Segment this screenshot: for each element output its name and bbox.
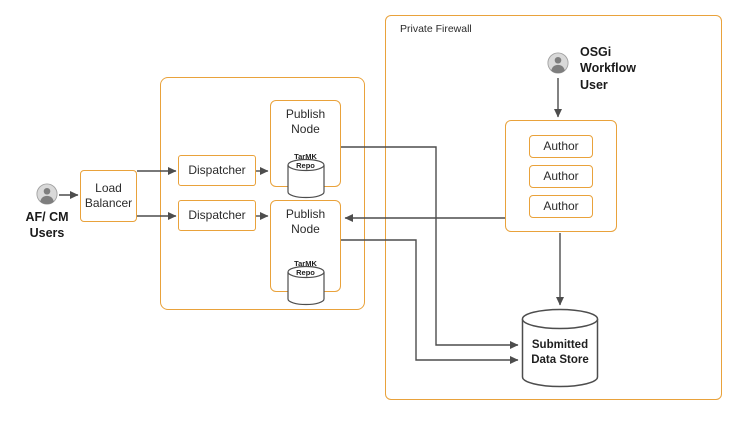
dispatcher-node-1: Dispatcher [178,155,256,186]
publish-node-1: Publish Node TarMK Repo [270,100,341,199]
author-node-2: Author [529,164,593,188]
osgi-user-person-icon [547,52,569,79]
publish-node-2: Publish Node TarMK Repo [270,200,341,306]
author-cluster: Author Author Author [505,120,617,232]
tarmk-repo-cylinder-1: TarMK Repo [286,143,325,220]
afcm-user-person-icon [36,183,58,210]
publish-node-1-label: Publish Node [285,107,326,137]
afcm-users-label: AF/ CM Users [25,210,69,241]
author-node-1: Author [529,134,593,158]
tarmk-repo-2-label: TarMK Repo [294,258,317,278]
tarmk-repo-1-label: TarMK Repo [294,151,317,171]
submitted-data-store-label: Submitted Data Store [531,339,589,366]
private-firewall-label: Private Firewall [400,23,472,35]
author-node-3: Author [529,194,593,218]
publish-node-2-label: Publish Node [285,207,326,237]
submitted-data-store-cylinder: Submitted Data Store [521,308,599,388]
load-balancer-node: Load Balancer [80,170,137,222]
dispatcher-node-2: Dispatcher [178,200,256,231]
tarmk-repo-cylinder-2: TarMK Repo [286,250,325,327]
osgi-workflow-user-label: OSGi Workflow User [580,45,637,92]
